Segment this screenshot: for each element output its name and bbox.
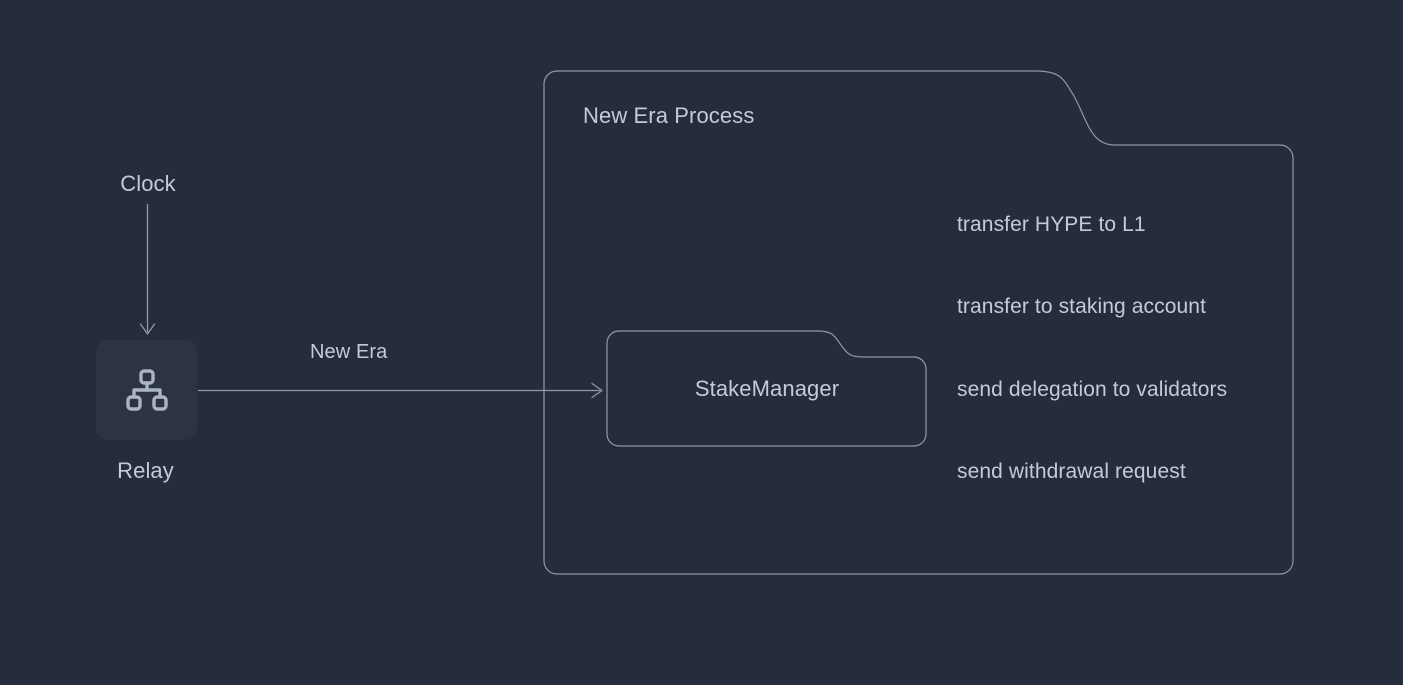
process-step-transfer-to-staking-account: transfer to staking account [957, 295, 1206, 318]
relay-to-stakemanager-arrowhead [591, 382, 603, 399]
network-hierarchy-icon [125, 369, 168, 411]
new-era-process-container [543, 70, 1294, 575]
stake-manager-label: StakeManager [694, 376, 840, 401]
relay-node[interactable] [96, 340, 197, 440]
new-era-process-title: New Era Process [583, 103, 755, 128]
process-step-transfer-hype-to-l1: transfer HYPE to L1 [957, 213, 1146, 236]
new-era-edge-label: New Era [310, 341, 388, 363]
process-step-send-delegation-to-validators: send delegation to validators [957, 378, 1228, 401]
clock-node-label: Clock [120, 171, 176, 196]
process-step-send-withdrawal-request: send withdrawal request [957, 460, 1186, 483]
clock-to-relay-arrowhead [139, 323, 156, 335]
relay-node-label: Relay [117, 458, 174, 483]
stake-manager-container [606, 330, 927, 447]
